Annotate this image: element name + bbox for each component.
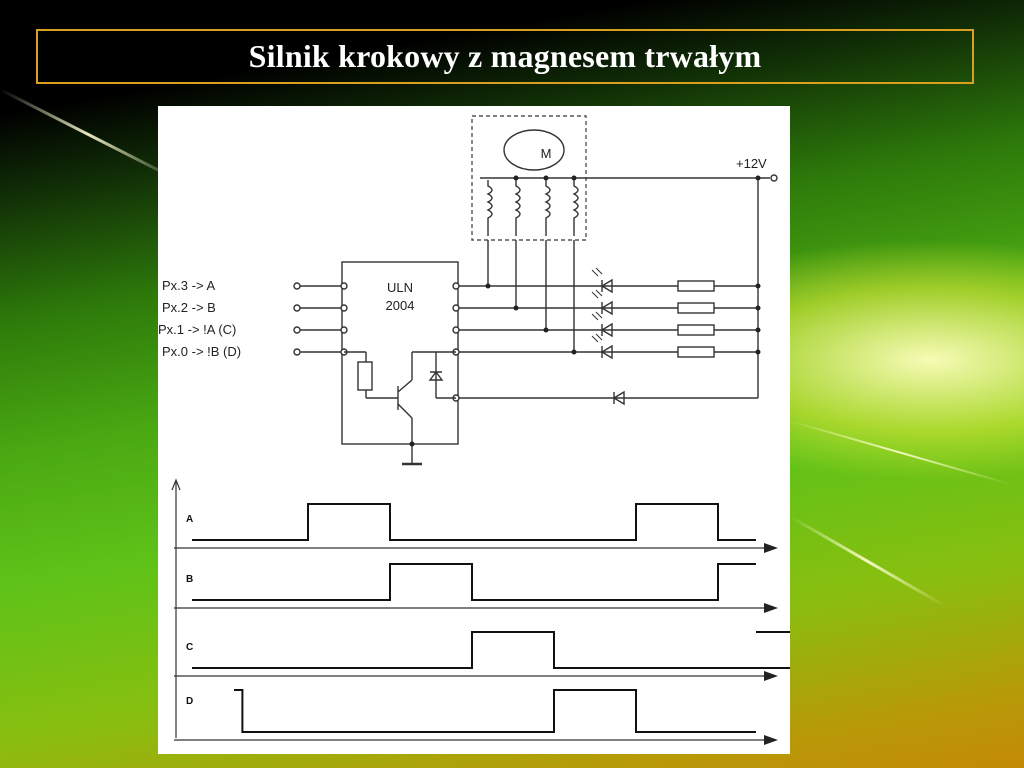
waveform-a — [192, 503, 756, 541]
slide-title-box: Silnik krokowy z magnesem trwałym — [36, 29, 974, 84]
circuit-schematic — [293, 115, 778, 466]
led-diodes — [591, 267, 625, 406]
timing-label-d: D — [186, 696, 193, 707]
motor-label: M — [541, 146, 552, 161]
waveform-d — [234, 689, 756, 733]
timing-label-b: B — [186, 574, 193, 585]
input-label-c: Px.1 -> !A (C) — [158, 322, 236, 337]
motor-coils — [486, 180, 579, 236]
timing-label-c: C — [186, 642, 193, 653]
input-label-d: Px.0 -> !B (D) — [162, 344, 241, 359]
input-label-b: Px.2 -> B — [162, 300, 216, 315]
timing-diagram: A B C D — [171, 478, 790, 745]
ic-label-line2: 2004 — [386, 298, 415, 313]
waveform-b — [192, 563, 756, 601]
uln-internal-driver — [344, 351, 456, 466]
motor-symbol — [503, 129, 565, 171]
circuit-and-timing-diagram: M +12V ULN 2004 Px.3 -> A Px.2 -> B Px.1… — [158, 115, 790, 745]
supply-terminal — [770, 174, 778, 182]
timing-axis-arrow — [764, 543, 778, 553]
timing-axis-arrow — [764, 671, 778, 681]
ic-label-line1: ULN — [387, 280, 413, 295]
slide-title: Silnik krokowy z magnesem trwałym — [248, 38, 762, 74]
diagram-panel: M +12V ULN 2004 Px.3 -> A Px.2 -> B Px.1… — [158, 106, 790, 754]
timing-axis-arrow — [764, 603, 778, 613]
waveform-c — [192, 631, 790, 669]
resistors — [677, 280, 715, 358]
timing-label-a: A — [186, 514, 193, 525]
input-label-a: Px.3 -> A — [162, 278, 215, 293]
supply-label: +12V — [736, 156, 767, 171]
timing-axis-arrow — [764, 735, 778, 745]
